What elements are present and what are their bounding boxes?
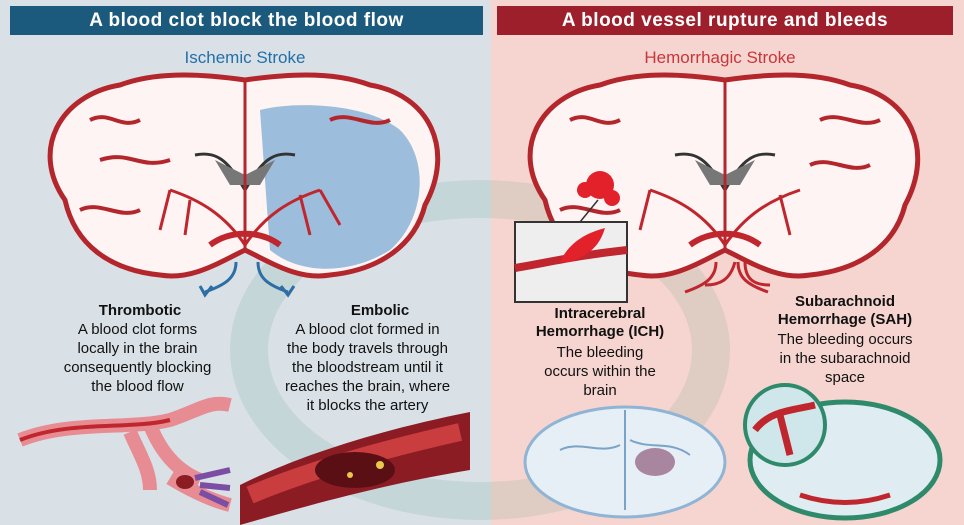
embolic-vessel-illustration <box>240 412 470 525</box>
thrombotic-vessel-illustration <box>20 404 230 505</box>
thrombotic-description: A blood clot forms locally in the brain … <box>25 320 250 396</box>
thrombotic-line: the blood flow <box>25 377 250 396</box>
ich-line: brain <box>505 381 695 400</box>
sah-title: Subarachnoid Hemorrhage (SAH) <box>745 293 945 329</box>
sah-line: in the subarachnoid <box>745 349 945 368</box>
embolic-line: the body travels through <box>250 339 485 358</box>
embolic-description: A blood clot formed in the body travels … <box>250 320 485 415</box>
embolic-title: Embolic <box>270 302 490 320</box>
ich-title: Intracerebral Hemorrhage (ICH) <box>505 305 695 341</box>
sah-title-line: Hemorrhage (SAH) <box>745 311 945 329</box>
ischemic-brain-illustration <box>50 75 438 295</box>
ich-line: The bleeding <box>505 343 695 362</box>
ich-title-line: Hemorrhage (ICH) <box>505 323 695 341</box>
sah-line: space <box>745 368 945 387</box>
sah-illustration <box>745 385 940 518</box>
sah-description: The bleeding occurs in the subarachnoid … <box>745 330 945 387</box>
thrombotic-line: locally in the brain <box>25 339 250 358</box>
thrombotic-line: consequently blocking <box>25 358 250 377</box>
ich-line: occurs within the <box>505 362 695 381</box>
thrombotic-line: A blood clot forms <box>25 320 250 339</box>
ich-brain-scan <box>525 407 725 517</box>
embolic-line: the bloodstream until it <box>250 358 485 377</box>
ich-title-line: Intracerebral <box>505 305 695 323</box>
ich-description: The bleeding occurs within the brain <box>505 343 695 400</box>
embolic-line: reaches the brain, where <box>250 377 485 396</box>
embolic-line: A blood clot formed in <box>250 320 485 339</box>
sah-title-line: Subarachnoid <box>745 293 945 311</box>
thrombotic-title: Thrombotic <box>40 302 240 320</box>
sah-line: The bleeding occurs <box>745 330 945 349</box>
embolic-line: it blocks the artery <box>250 396 485 415</box>
